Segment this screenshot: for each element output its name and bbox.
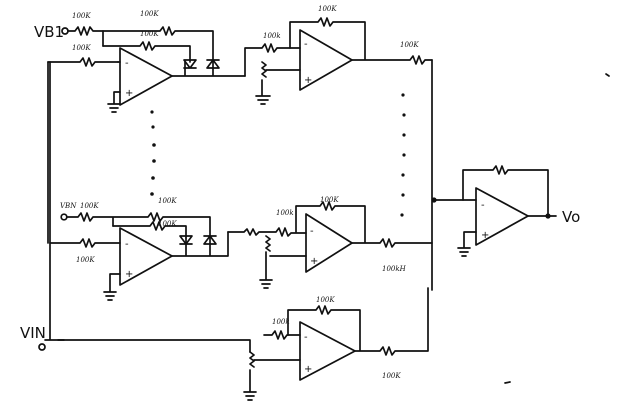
bottom-stage2-feedback-wire — [287, 287, 429, 356]
opamp-summing-minus: - — [481, 200, 485, 211]
top-input-resistor-icon — [67, 26, 104, 36]
left-bus-wire — [44, 61, 65, 341]
top-feedback-resistor-label: 100K — [140, 10, 159, 18]
bottom-stage2-feedback-label: 100K — [316, 296, 335, 304]
continuation-dots — [150, 93, 406, 217]
top-diode-2-icon — [206, 59, 220, 69]
opamp-5-plus: + — [304, 364, 312, 375]
opamp-3-plus: + — [125, 269, 133, 280]
middle-feedback-resistor-label: 100K — [158, 197, 177, 205]
vin-terminal — [38, 343, 46, 351]
vo-label: Vo — [562, 208, 580, 226]
vb1-label: VB1 — [34, 23, 64, 41]
opamp-3-minus: - — [125, 239, 129, 250]
top-feedback-resistor-2-label: 100K — [140, 30, 159, 38]
middle-stage2-input-resistor-label: 100k — [276, 209, 294, 217]
top-diode-1-icon — [183, 59, 197, 69]
output-node-dot — [545, 213, 551, 219]
top-lower-input-resistor-label: 100K — [72, 44, 91, 52]
opamp-summing-icon — [475, 187, 529, 246]
middle-potentiometer-icon — [259, 235, 307, 289]
opamp-3-ground-icon — [103, 273, 121, 301]
stray-mark-1 — [605, 73, 610, 77]
top-stage2-feedback-label: 100K — [318, 5, 337, 13]
opamp-4-icon — [305, 213, 353, 273]
opamp-1-icon — [119, 47, 173, 106]
vbn-label: VBN — [60, 202, 77, 210]
middle-stage2-feedback-wire — [295, 201, 433, 248]
middle-lower-input-resistor-icon — [49, 238, 121, 248]
bottom-input-resistor-label: 100k — [272, 318, 290, 326]
stray-mark-2 — [504, 381, 511, 384]
opamp-2-plus: + — [304, 75, 312, 86]
top-wire-upper — [102, 26, 214, 63]
bottom-input-resistor-icon — [263, 330, 301, 340]
opamp-3-icon — [119, 227, 173, 286]
middle-diode-2-icon — [203, 235, 217, 245]
middle-input-resistor-label: 100K — [80, 202, 99, 210]
middle-lower-input-resistor-label: 100K — [76, 256, 95, 264]
opamp-summing-plus: + — [481, 230, 489, 241]
top-lower-input-resistor-icon — [47, 57, 119, 67]
middle-output-resistor-label: 100kH — [382, 265, 407, 273]
top-potentiometer-icon — [255, 61, 301, 105]
middle-stage2-feedback-label: 100K — [320, 196, 339, 204]
opamp-1-minus: - — [125, 58, 129, 69]
top-output-resistor-label: 100K — [400, 41, 419, 49]
summing-feedback-resistor-icon — [462, 165, 549, 217]
opamp-4-minus: - — [310, 226, 314, 237]
opamp-2-icon — [299, 29, 353, 91]
bottom-potentiometer-icon — [243, 351, 301, 401]
middle-diode-wire — [171, 231, 229, 257]
middle-feedback-resistor-2-icon — [112, 221, 187, 239]
top-stage2-feedback-wire — [289, 17, 433, 65]
top-stage2-input-resistor-label: 100k — [263, 32, 281, 40]
bottom-output-resistor-label: 100K — [382, 372, 401, 380]
opamp-5-minus: - — [304, 332, 308, 343]
opamp-2-minus: - — [304, 39, 308, 50]
opamp-1-plus: + — [125, 88, 133, 99]
summing-ground-icon — [457, 231, 477, 257]
middle-diode-1-icon — [179, 235, 193, 245]
vin-label: VIN — [20, 324, 46, 342]
top-diode-wire — [171, 61, 246, 77]
top-input-resistor-label: 100K — [72, 12, 91, 20]
opamp-4-plus: + — [310, 256, 318, 267]
opamp-5-icon — [299, 321, 356, 381]
middle-feedback-resistor-2-label: 100K — [158, 220, 177, 228]
middle-wire-upper — [66, 212, 211, 239]
vbn-terminal — [60, 213, 68, 221]
bottom-input-wire — [57, 339, 251, 353]
opamp-1-ground-icon — [107, 61, 121, 113]
middle-stage2-input-resistor-icon — [227, 227, 307, 237]
top-feedback-resistor-2-icon — [102, 41, 191, 63]
top-stage2-input-resistor-icon — [244, 43, 301, 77]
